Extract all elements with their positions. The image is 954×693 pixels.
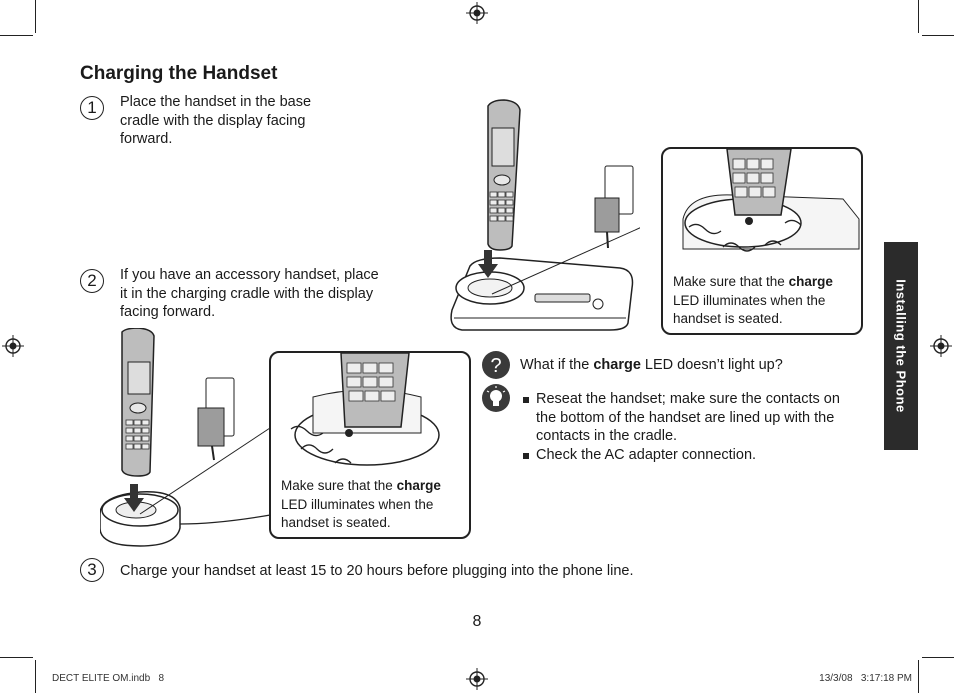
base-charging-illustration [450,99,640,331]
crop-mark [918,660,919,693]
question-icon: ? [482,351,510,379]
side-tab-label: Installing the Phone [893,279,909,413]
crop-mark [35,660,36,693]
footer-datetime: 13/3/08 3:17:18 PM [819,673,912,684]
base-led-callout: Make sure that the charge LED illuminate… [661,147,863,335]
registration-mark-icon [930,335,952,357]
crop-mark [918,0,919,33]
faq-tip: Reseat the handset; make sure the contac… [522,390,862,446]
crop-mark [922,35,954,36]
faq-tips-list: Reseat the handset; make sure the contac… [522,390,862,464]
section-heading: Charging the Handset [80,63,278,84]
crop-mark [922,657,954,658]
base-callout-text: Make sure that the charge LED illuminate… [673,274,833,326]
registration-mark-icon [466,2,488,24]
faq-tip: Check the AC adapter connection. [522,446,862,465]
step-2-number: 2 [80,269,104,293]
section-side-tab: Installing the Phone [884,242,918,450]
step-3-number: 3 [80,558,104,582]
registration-mark-icon [2,335,24,357]
crop-mark [0,35,33,36]
page-number: 8 [472,613,482,630]
accessory-callout-text: Make sure that the charge LED illuminate… [281,478,441,530]
charge-led-closeup [290,353,440,466]
faq-question: What if the charge LED doesn’t light up? [520,357,783,373]
charge-led-closeup [682,149,860,252]
registration-mark-icon [466,668,488,690]
crop-mark [35,0,36,33]
crop-mark [0,657,33,658]
step-2-text: If you have an accessory handset, place … [120,267,379,320]
step-1-number: 1 [80,96,104,120]
step-1-text: Place the handset in the base cradle wit… [120,94,312,147]
tip-bulb-icon [482,384,510,412]
svg-text:?: ? [490,355,501,377]
step-3-text: Charge your handset at least 15 to 20 ho… [120,563,634,579]
footer-file: DECT ELITE OM.indb 8 [52,673,165,684]
accessory-led-callout: Make sure that the charge LED illuminate… [269,351,471,539]
accessory-charging-illustration [100,328,277,547]
